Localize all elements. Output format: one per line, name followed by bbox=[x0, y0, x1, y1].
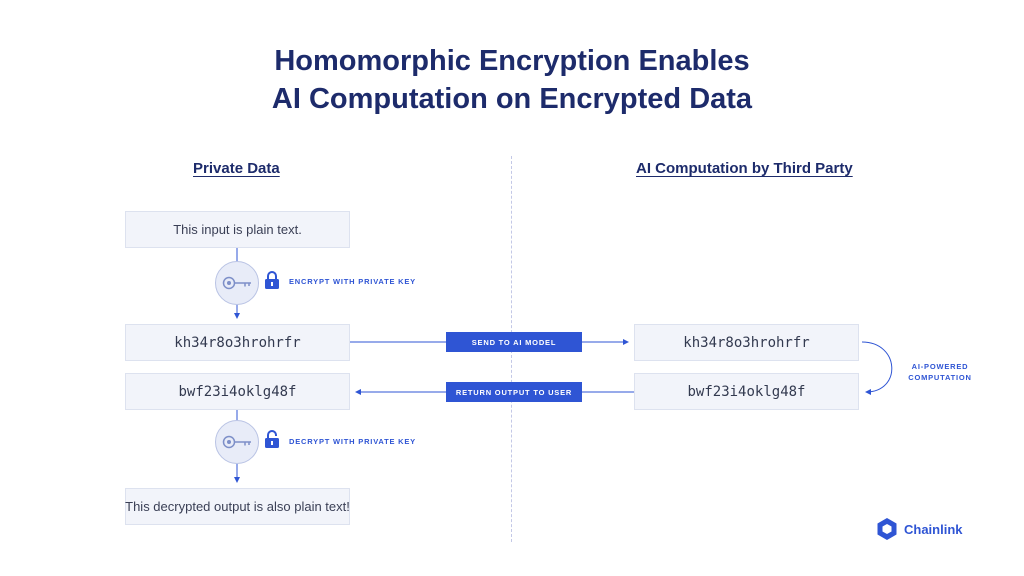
key-icon bbox=[222, 435, 251, 449]
arrow-ai-computation bbox=[861, 341, 893, 395]
plain-output-text: This decrypted output is also plain text… bbox=[125, 499, 350, 514]
right-cipher-out-text: bwf23i4oklg48f bbox=[687, 383, 806, 400]
chainlink-logo: Chainlink bbox=[876, 517, 963, 541]
left-cipher-in-text: kh34r8o3hrohrfr bbox=[174, 334, 301, 351]
decrypt-key-circle bbox=[215, 420, 259, 464]
encrypt-label: ENCRYPT WITH PRIVATE KEY bbox=[289, 277, 416, 286]
key-icon bbox=[222, 276, 251, 290]
title-line-2: AI Computation on Encrypted Data bbox=[271, 83, 753, 115]
title-line-1: Homomorphic Encryption Enables bbox=[274, 45, 750, 77]
right-cipher-out-box: bwf23i4oklg48f bbox=[634, 373, 859, 410]
lock-open-icon bbox=[265, 430, 279, 448]
ai-computation-label: AI-POWERED COMPUTATION bbox=[900, 361, 980, 383]
decrypt-label: DECRYPT WITH PRIVATE KEY bbox=[289, 437, 416, 446]
plain-output-box: This decrypted output is also plain text… bbox=[125, 488, 350, 525]
logo-text: Chainlink bbox=[904, 521, 963, 537]
plain-input-box: This input is plain text. bbox=[125, 211, 350, 248]
left-cipher-in-box: kh34r8o3hrohrfr bbox=[125, 324, 350, 361]
plain-input-text: This input is plain text. bbox=[173, 222, 302, 237]
right-cipher-in-text: kh34r8o3hrohrfr bbox=[683, 334, 810, 351]
right-cipher-in-box: kh34r8o3hrohrfr bbox=[634, 324, 859, 361]
chainlink-logo-icon bbox=[877, 518, 897, 540]
ai-computation-label-line2: COMPUTATION bbox=[908, 373, 972, 382]
left-cipher-out-box: bwf23i4oklg48f bbox=[125, 373, 350, 410]
left-cipher-out-text: bwf23i4oklg48f bbox=[178, 383, 297, 400]
lock-closed-icon bbox=[265, 271, 279, 289]
send-to-ai-pill: SEND TO AI MODEL bbox=[446, 332, 582, 352]
return-output-pill: RETURN OUTPUT TO USER bbox=[446, 382, 582, 402]
encrypt-key-circle bbox=[215, 261, 259, 305]
ai-computation-label-line1: AI-POWERED bbox=[911, 362, 969, 371]
third-party-heading: AI Computation by Third Party bbox=[636, 160, 853, 177]
private-data-heading: Private Data bbox=[193, 160, 280, 177]
